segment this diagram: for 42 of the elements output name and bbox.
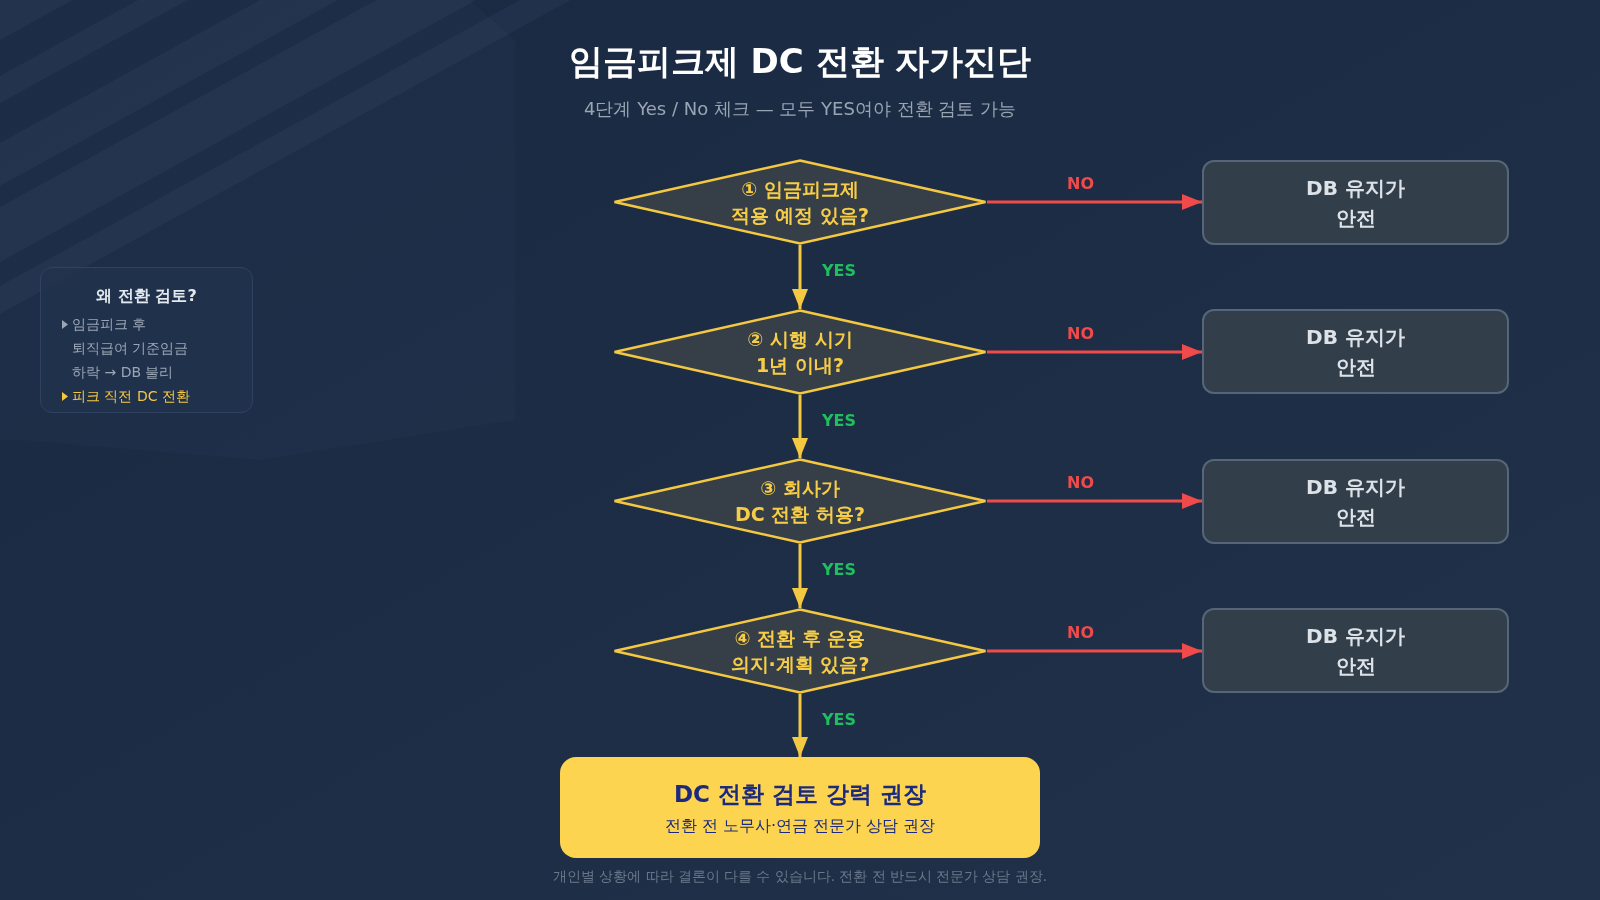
outcome-text: DB 유지가 안전 — [1306, 174, 1405, 232]
title: 임금피크제 DC 전환 자가진단 — [568, 40, 1032, 83]
decision-diamond — [613, 159, 987, 245]
question-text: ② 시행 시기 1년 이내? — [747, 327, 853, 378]
arrow — [987, 344, 1202, 360]
question-text: ③ 회사가 DC 전환 허용? — [735, 476, 865, 527]
arrow — [987, 194, 1202, 210]
outcome-text: DB 유지가 안전 — [1306, 323, 1405, 381]
question-text: ① 임금피크제 적용 예정 있음? — [730, 177, 870, 228]
decision-diamond — [613, 458, 987, 544]
edge-label: YES — [822, 709, 857, 730]
edge-label: NO — [1067, 324, 1094, 344]
recommendation-note: 전환 전 노무사·연금 전문가 상담 권장 — [664, 814, 936, 837]
question-text: ④ 전환 후 운용 의지·계획 있음? — [730, 626, 870, 677]
decision-diamond — [613, 309, 987, 395]
arrow — [987, 643, 1202, 659]
outcome-box — [1202, 309, 1509, 394]
footer-note: 개인별 상황에 따라 결론이 다를 수 있습니다. 전환 전 반드시 전문가 상담 권장. — [552, 867, 1048, 885]
outcome-box — [1202, 608, 1509, 693]
edge-label: YES — [822, 560, 857, 580]
edge-label: NO — [1067, 174, 1094, 194]
edge-label: YES — [822, 410, 857, 431]
panel-heading: 왜 전환 검토? — [95, 285, 198, 307]
edge-label: NO — [1067, 473, 1094, 493]
arrow — [987, 493, 1202, 509]
subtitle: 4단계 Yes / No 체크 — 모두 YES여야 전환 검토 가능 — [583, 97, 1017, 121]
outcome-box — [1202, 160, 1509, 245]
info-panel — [40, 267, 253, 413]
edge-label: NO — [1067, 623, 1094, 643]
outcome-text: DB 유지가 안전 — [1306, 622, 1405, 680]
arrow — [792, 544, 808, 608]
outcome-box — [1202, 459, 1509, 544]
arrow — [792, 694, 808, 757]
decision-diamond — [613, 608, 987, 694]
recommendation-title: DC 전환 검토 강력 권장 — [674, 779, 926, 809]
bullet-text: 피크 직전 DC 전환 — [72, 387, 191, 406]
arrow — [792, 245, 808, 309]
outcome-text: DB 유지가 안전 — [1306, 473, 1405, 531]
edge-label: YES — [822, 261, 857, 281]
bullet-text: 임금피크 후 퇴직급여 기준임금 하락 → DB 불리 — [72, 315, 190, 382]
arrow — [792, 395, 808, 458]
recommendation-box — [560, 757, 1040, 858]
